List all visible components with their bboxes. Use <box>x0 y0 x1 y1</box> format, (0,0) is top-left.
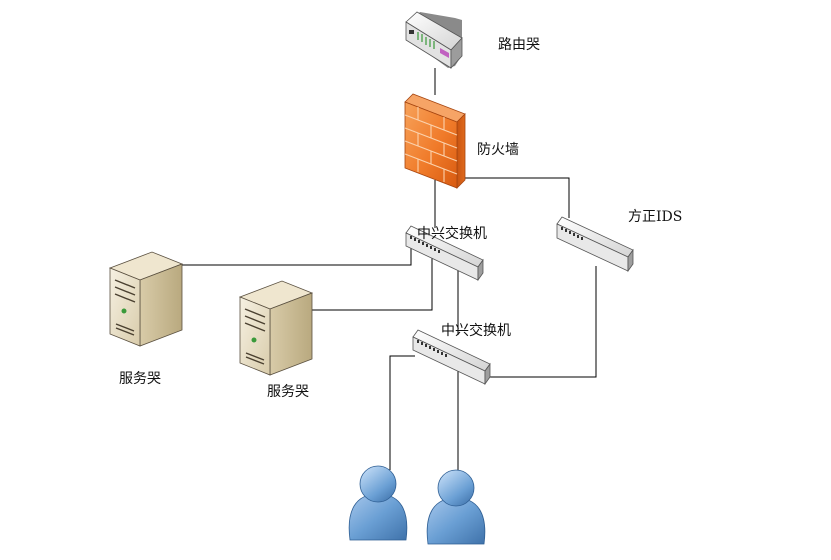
link-switch-server-right <box>312 250 433 311</box>
connection-lines <box>182 68 597 470</box>
user-right-icon[interactable] <box>426 469 486 545</box>
user-left-icon[interactable] <box>348 465 408 541</box>
server-right-label: 服务哭 <box>267 384 309 400</box>
link-switch-server-left <box>182 242 412 266</box>
server-right-icon[interactable] <box>238 280 314 376</box>
link-switch-user-left <box>389 355 415 470</box>
server-left-icon[interactable] <box>108 251 184 347</box>
firewall-icon[interactable] <box>404 93 466 189</box>
switch-top-label: 中兴交换机 <box>417 226 487 242</box>
link-ids-switch <box>488 266 597 378</box>
router-icon[interactable] <box>405 11 463 70</box>
ids-label: 方正IDS <box>628 209 683 225</box>
ids-icon[interactable] <box>556 216 634 273</box>
link-firewall-ids <box>465 177 570 218</box>
switch-bottom-icon[interactable] <box>412 329 491 386</box>
router-label: 路由哭 <box>498 37 540 53</box>
server-left-label: 服务哭 <box>119 371 161 387</box>
firewall-label: 防火墙 <box>477 142 519 158</box>
switch-top-icon[interactable] <box>405 225 484 282</box>
switch-bottom-label: 中兴交换机 <box>441 323 511 339</box>
